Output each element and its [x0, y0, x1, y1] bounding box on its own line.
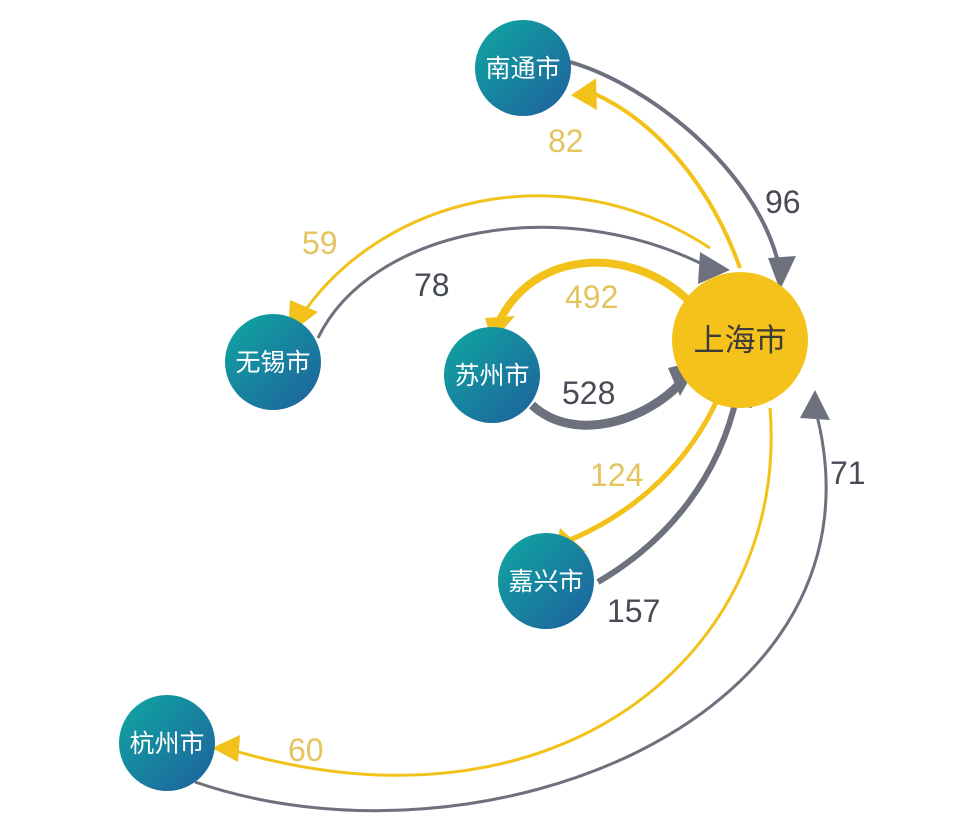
value-jiaxing-to-shanghai: 157: [607, 593, 660, 629]
value-shanghai-to-suzhou: 492: [565, 279, 618, 315]
value-hangzhou-to-shanghai: 71: [830, 455, 866, 491]
node-wuxi-label: 无锡市: [235, 348, 310, 377]
flow-shanghai-to-jiaxing: [569, 396, 721, 543]
node-shanghai-label: 上海市: [694, 323, 787, 359]
node-suzhou: 苏州市: [444, 327, 540, 423]
value-shanghai-to-jiaxing: 124: [590, 457, 643, 493]
flow-shanghai-to-nantong: [584, 88, 742, 269]
value-nantong-to-shanghai: 96: [765, 184, 801, 220]
flow-hangzhou-to-shanghai: [194, 407, 828, 813]
flow-jiaxing-to-shanghai: [596, 394, 740, 585]
node-suzhou-label: 苏州市: [454, 361, 529, 390]
arrowhead-to-nantong: [571, 78, 597, 111]
value-shanghai-to-wuxi: 59: [302, 225, 338, 261]
flow-shanghai-to-wuxi: [300, 194, 711, 316]
node-nantong-label: 南通市: [485, 54, 560, 83]
flow-shanghai-to-suzhou: [496, 258, 691, 322]
value-shanghai-to-nantong: 82: [548, 123, 584, 159]
arrowhead-to-shanghai-from-wuxi: [698, 252, 730, 284]
flow-wuxi-to-shanghai: [316, 225, 711, 339]
node-nantong: 南通市: [475, 20, 571, 116]
value-shanghai-to-hangzhou: 60: [288, 732, 324, 768]
node-jiaxing-label: 嘉兴市: [508, 567, 583, 596]
node-hangzhou-label: 杭州市: [129, 729, 204, 758]
arrowhead-to-shanghai-from-nantong: [768, 256, 796, 290]
value-suzhou-to-shanghai: 528: [562, 375, 615, 411]
node-jiaxing: 嘉兴市: [498, 533, 594, 629]
node-shanghai: 上海市: [672, 272, 808, 408]
value-wuxi-to-shanghai: 78: [414, 267, 450, 303]
flow-shanghai-to-hangzhou: [224, 407, 773, 777]
arrowhead-to-hangzhou: [212, 735, 240, 762]
flow-suzhou-to-shanghai: [528, 375, 689, 430]
node-hangzhou: 杭州市: [119, 695, 215, 791]
node-wuxi: 无锡市: [225, 314, 321, 410]
flow-nantong-to-shanghai: [569, 60, 780, 263]
arrowhead-to-shanghai-from-hangzhou: [800, 390, 830, 420]
